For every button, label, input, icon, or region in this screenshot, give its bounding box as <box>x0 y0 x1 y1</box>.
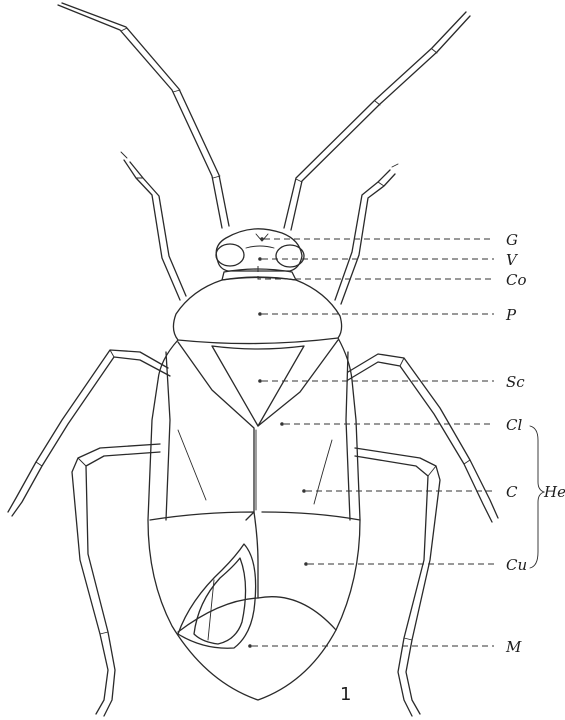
left-hemelytron-inner <box>166 352 170 520</box>
left-compound-eye <box>216 244 244 266</box>
label-Cl: Cl <box>506 416 522 434</box>
head <box>216 229 304 271</box>
scutellum <box>212 346 304 426</box>
right-hind-leg <box>355 448 440 716</box>
hemelytron-bracket <box>530 426 544 568</box>
left-antenna <box>58 3 229 228</box>
right-front-leg <box>335 164 398 304</box>
label-M: M <box>505 638 522 656</box>
right-compound-eye <box>276 245 304 267</box>
right-clavus <box>258 340 338 426</box>
label-C: C <box>506 483 518 501</box>
right-hemelytron-inner <box>346 352 350 520</box>
label-Cu: Cu <box>506 556 527 574</box>
label-Sc: Sc <box>506 373 525 391</box>
pronotum <box>173 277 341 344</box>
label-G: G <box>506 231 518 249</box>
figure-number: 1 <box>340 684 351 705</box>
right-middle-leg <box>348 354 498 522</box>
leader-lines <box>248 237 494 648</box>
right-antenna <box>284 12 470 230</box>
label-V: V <box>506 251 519 269</box>
left-clavus <box>178 342 254 520</box>
left-middle-leg <box>8 350 170 516</box>
membrane-cell-outer <box>178 544 256 648</box>
label-He: He <box>543 483 565 501</box>
cuneus-boundary <box>150 512 258 598</box>
label-P: P <box>505 306 517 324</box>
label-Co: Co <box>506 271 527 289</box>
left-front-leg <box>121 152 186 300</box>
left-hind-leg <box>72 444 160 716</box>
